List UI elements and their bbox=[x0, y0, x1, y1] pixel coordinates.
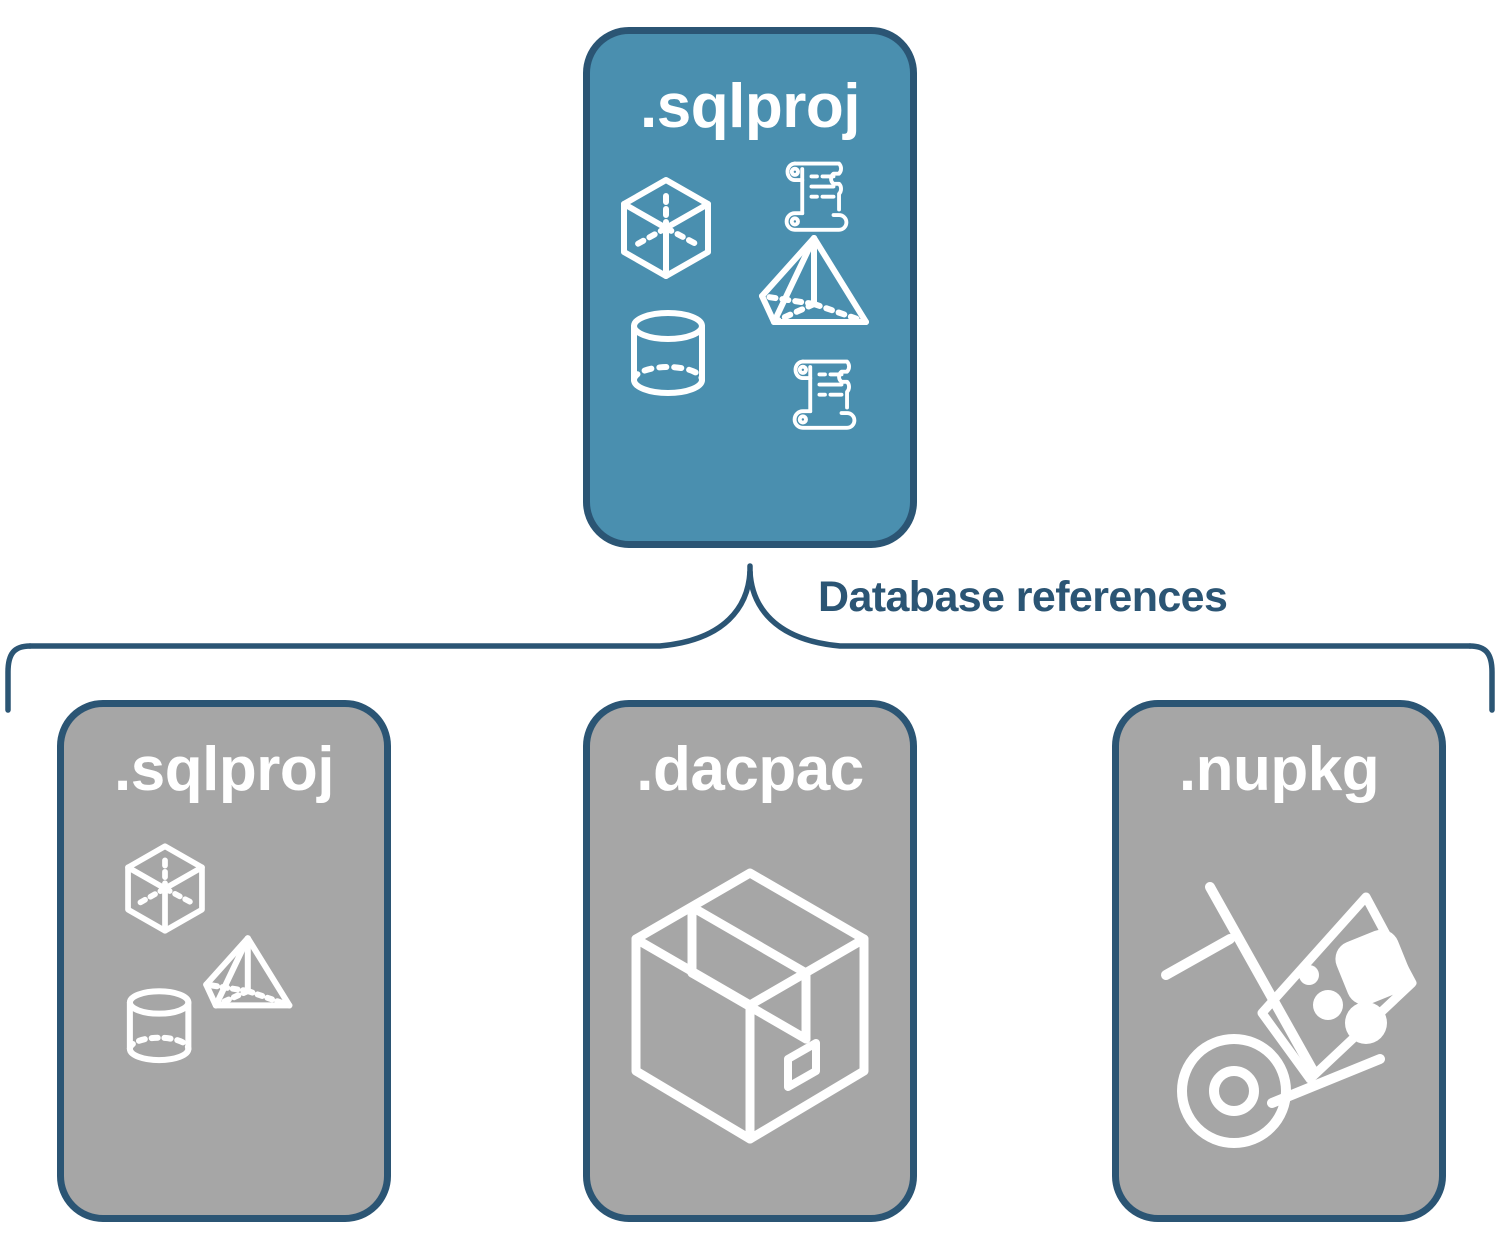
node-title-sqlproj-child: .sqlproj bbox=[114, 735, 334, 804]
nuget-package-icon bbox=[1257, 892, 1417, 1084]
node-title-dacpac: .dacpac bbox=[636, 735, 864, 804]
node-card-nupkg[interactable]: .nupkg bbox=[1112, 700, 1446, 1222]
database-references-brace bbox=[5, 563, 1495, 713]
cylinder-icon bbox=[631, 310, 705, 396]
cylinder-icon bbox=[126, 988, 192, 1064]
node-card-sqlproj-top[interactable]: .sqlproj bbox=[583, 27, 917, 548]
node-card-dacpac[interactable]: .dacpac bbox=[583, 700, 917, 1222]
pyramid-icon bbox=[759, 235, 869, 325]
node-art-sqlproj-child bbox=[64, 801, 384, 1215]
dacpac-icon-group bbox=[631, 868, 869, 1144]
nupkg-icon-group bbox=[1161, 882, 1417, 1148]
cube-icon bbox=[125, 843, 205, 934]
sqlproj-child-icon-group bbox=[125, 843, 293, 1064]
package-box-icon bbox=[631, 868, 869, 1144]
pyramid-icon bbox=[203, 935, 293, 1009]
connector-label-database-references: Database references bbox=[818, 573, 1228, 621]
scroll-icon bbox=[792, 359, 857, 430]
node-art-nupkg bbox=[1119, 801, 1439, 1215]
scroll-icon bbox=[784, 161, 849, 232]
hand-truck-icon bbox=[1161, 882, 1385, 1148]
node-art-sqlproj-top bbox=[590, 138, 910, 541]
nuget-logo-blocks bbox=[1299, 929, 1411, 1044]
cube-icon bbox=[621, 177, 711, 279]
node-card-sqlproj-child[interactable]: .sqlproj bbox=[57, 700, 391, 1222]
node-art-dacpac bbox=[590, 801, 910, 1215]
node-title-sqlproj-top: .sqlproj bbox=[640, 72, 860, 141]
node-title-nupkg: .nupkg bbox=[1178, 735, 1380, 804]
sqlproj-icon-group bbox=[621, 161, 869, 430]
